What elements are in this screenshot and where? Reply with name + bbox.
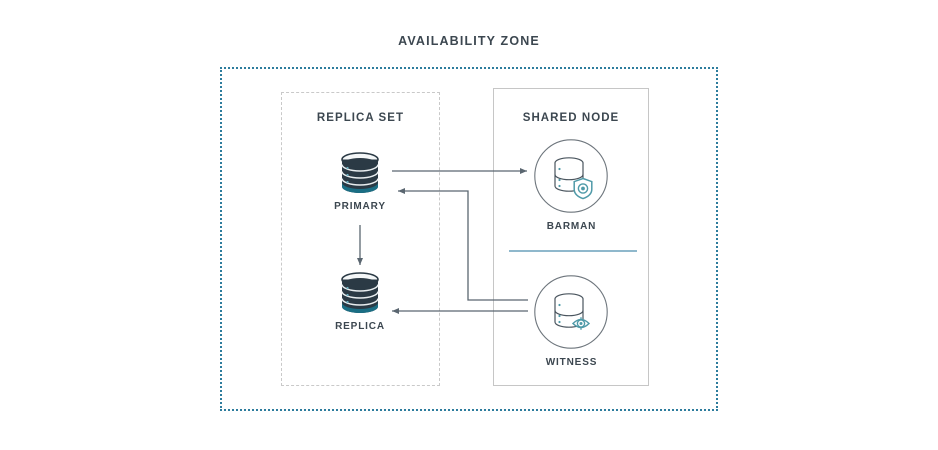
page-title: AVAILABILITY ZONE — [398, 34, 540, 48]
node-label-replica: REPLICA — [335, 321, 385, 332]
replica-set-group-title: REPLICA SET — [316, 112, 405, 124]
node-label-barman: BARMAN — [546, 221, 597, 232]
database-cylinder-filled-icon — [337, 272, 383, 316]
replica-set-group — [281, 92, 440, 386]
node-label-primary: PRIMARY — [334, 201, 386, 212]
shared-node-divider — [509, 250, 637, 252]
node-label-witness: WITNESS — [545, 357, 598, 368]
database-cylinder-filled-icon — [337, 152, 383, 196]
database-eye-circle-icon — [533, 274, 609, 350]
shared-node-group-title: SHARED NODE — [522, 112, 620, 124]
availability-zone-container — [220, 67, 718, 411]
database-shield-circle-icon — [533, 138, 609, 214]
